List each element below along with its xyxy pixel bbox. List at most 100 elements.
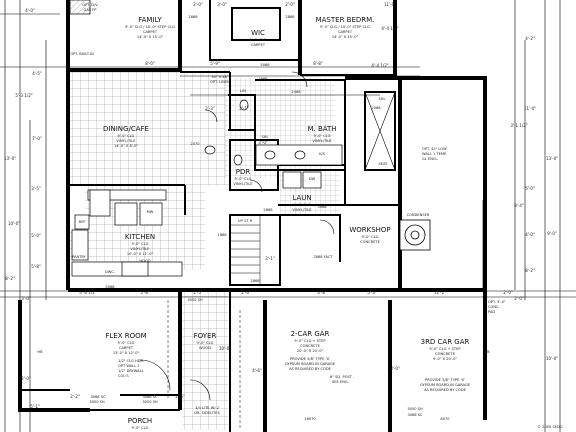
svg-text:© 2005 SEDG: © 2005 SEDG: [537, 425, 562, 429]
svg-text:2'-5": 2'-5": [193, 290, 203, 295]
svg-text:9'-0" CLG + STEP: 9'-0" CLG + STEP: [294, 339, 326, 343]
svg-text:M. BATH: M. BATH: [307, 125, 336, 133]
svg-text:CONCRETE: CONCRETE: [300, 344, 320, 348]
svg-text:1/2" CLG HDR.: 1/2" CLG HDR.: [118, 359, 144, 363]
svg-text:9'-0" X 20'-0": 9'-0" X 20'-0": [433, 357, 457, 361]
svg-text:VINYL/TILE: VINYL/TILE: [292, 208, 312, 212]
svg-text:3068 SC: 3068 SC: [90, 395, 106, 399]
svg-text:2'-0": 2'-0": [514, 296, 524, 301]
svg-text:3050 SH: 3050 SH: [142, 400, 158, 404]
svg-text:2070: 2070: [190, 142, 200, 146]
svg-text:PROVIDE 5/8" TYPE 'X': PROVIDE 5/8" TYPE 'X': [425, 378, 465, 382]
svg-text:CONC.: CONC.: [488, 305, 500, 309]
svg-text:3'-8": 3'-8": [317, 290, 327, 295]
svg-text:9'-0" CLG: 9'-0" CLG: [118, 341, 135, 345]
svg-text:3068 SC: 3068 SC: [407, 413, 423, 417]
svg-text:8070: 8070: [440, 417, 450, 421]
room-laundry: LAUN 9'-0" CLG VINYL/TILE: [292, 194, 312, 212]
svg-text:8'-4": 8'-4": [514, 203, 524, 208]
svg-text:CONCRETE: CONCRETE: [435, 352, 455, 356]
svg-text:2'-6": 2'-6": [175, 394, 185, 399]
svg-text:3068 SC: 3068 SC: [142, 395, 158, 399]
svg-text:5'-0": 5'-0": [31, 233, 41, 238]
svg-text:OPT. 42" LOW: OPT. 42" LOW: [422, 147, 447, 151]
svg-text:9'-0" CLG: 9'-0" CLG: [250, 38, 267, 42]
svg-text:6" SQ. POST -: 6" SQ. POST -: [330, 375, 355, 379]
svg-text:30" X 48": 30" X 48": [211, 75, 229, 79]
room-3rd-car-garage: 3RD CAR GAR 9'-0" CLG + STEP CONCRETE 9'…: [420, 338, 471, 392]
svg-text:VINYL/TILE: VINYL/TILE: [312, 139, 332, 143]
svg-text:9'-0" CLG: 9'-0" CLG: [314, 134, 331, 138]
svg-text:4'-6 1/2": 4'-6 1/2": [79, 290, 96, 295]
svg-text:14'-0" X 15'-0": 14'-0" X 15'-0": [137, 35, 164, 39]
svg-text:9'-0" CLG: 9'-0" CLG: [132, 426, 149, 430]
svg-text:2'-0": 2'-0": [193, 2, 203, 7]
svg-text:WORKSHOP: WORKSHOP: [349, 226, 390, 234]
svg-text:4'-5": 4'-5": [32, 71, 42, 76]
svg-text:4'-2": 4'-2": [525, 36, 535, 41]
svg-text:9'-0" CLG / 10'-0" STEP CLG: 9'-0" CLG / 10'-0" STEP CLG: [320, 25, 370, 29]
svg-text:OPT. 3'-0": OPT. 3'-0": [488, 300, 506, 304]
svg-text:7'-0": 7'-0": [32, 136, 42, 141]
svg-text:FOYER: FOYER: [194, 332, 217, 340]
svg-text:3'-0": 3'-0": [390, 366, 400, 371]
svg-text:SEAT: SEAT: [379, 162, 389, 166]
svg-text:4'-4 1/2": 4'-4 1/2": [381, 26, 398, 31]
svg-text:5'-1": 5'-1": [30, 404, 40, 409]
svg-text:2'-2": 2'-2": [70, 394, 80, 399]
svg-text:9'-0" CLG: 9'-0" CLG: [294, 203, 311, 207]
svg-text:5068: 5068: [260, 63, 270, 67]
svg-text:9'-0" CLG: 9'-0" CLG: [362, 235, 379, 239]
svg-text:SHL: SHL: [262, 135, 269, 139]
svg-text:CONDENSER: CONDENSER: [407, 213, 430, 217]
dimension-text: 4'-0" 2'-0" 3'-0" 2'-0" 4'-4 1/2" 11'-0"…: [4, 2, 558, 409]
svg-text:MW: MW: [147, 210, 154, 214]
svg-text:10'-0": 10'-0": [219, 346, 231, 351]
svg-text:8'-0": 8'-0": [145, 61, 155, 66]
svg-text:CARPET: CARPET: [143, 30, 158, 34]
svg-text:2868: 2868: [258, 77, 268, 81]
svg-text:PORCH: PORCH: [128, 417, 152, 425]
svg-text:3050 SH: 3050 SH: [407, 407, 423, 411]
svg-text:VINYL/TILE: VINYL/TILE: [130, 247, 150, 251]
svg-text:CONCRETE: CONCRETE: [360, 240, 380, 244]
svg-text:GL ENCL.: GL ENCL.: [422, 157, 439, 161]
svg-text:9'-0" CLG + STEP: 9'-0" CLG + STEP: [429, 347, 461, 351]
annotations: OPT. D/V GAS FP OPT. BUILT-IN LIN SHL SH…: [37, 3, 562, 429]
svg-text:2868: 2868: [188, 15, 198, 19]
svg-text:1/2" DRYWALL: 1/2" DRYWALL: [118, 369, 144, 373]
door-callouts: 2868 2868 2868 2468 2068 2668 3068 2868 …: [89, 15, 450, 421]
tile-floor: [70, 70, 340, 430]
svg-text:3068: 3068: [317, 205, 327, 209]
svg-text:HOOD: HOOD: [139, 259, 150, 263]
svg-text:HB: HB: [484, 350, 490, 354]
svg-text:WOOD: WOOD: [199, 346, 211, 350]
svg-text:5'-8": 5'-8": [140, 290, 150, 295]
svg-text:2'-6": 2'-6": [241, 290, 251, 295]
room-master-bedroom: MASTER BEDRM. 9'-0" CLG / 10'-0" STEP CL…: [316, 16, 375, 39]
svg-text:DW: DW: [309, 177, 316, 181]
svg-text:5'-3 1/2": 5'-3 1/2": [15, 93, 32, 98]
svg-text:3'-1": 3'-1": [265, 256, 275, 261]
svg-text:3/4 LITE W/ 2: 3/4 LITE W/ 2: [195, 406, 219, 410]
svg-text:PAD: PAD: [488, 310, 495, 314]
room-2-car-garage: 2-CAR GAR 9'-0" CLG + STEP CONCRETE 20'-…: [285, 330, 336, 371]
svg-text:9'-0" CLG / 10'-0" STEP CLG: 9'-0" CLG / 10'-0" STEP CLG: [125, 25, 175, 29]
svg-text:GAS FP: GAS FP: [84, 8, 98, 12]
room-powder: PDR 9'-0" CLG VINYL/TILE: [233, 168, 253, 186]
svg-text:11'-0": 11'-0": [384, 2, 396, 7]
svg-text:2'-3": 2'-3": [205, 106, 215, 111]
svg-text:FAMILY: FAMILY: [138, 16, 162, 24]
svg-text:14'-0" X 8'-0": 14'-0" X 8'-0": [114, 144, 138, 148]
svg-text:HB: HB: [37, 350, 43, 354]
svg-text:PANTRY: PANTRY: [72, 255, 87, 259]
svg-text:20'-0" X 20'-0": 20'-0" X 20'-0": [297, 349, 324, 353]
svg-text:AS REQUIRED BY CODE: AS REQUIRED BY CODE: [424, 388, 467, 392]
svg-text:4'-0": 4'-0": [25, 8, 35, 13]
room-workshop: WORKSHOP 9'-0" CLG CONCRETE: [349, 226, 390, 244]
svg-text:CARPET: CARPET: [251, 43, 266, 47]
svg-text:SHL: SHL: [379, 97, 386, 101]
svg-text:2068: 2068: [371, 106, 381, 110]
svg-text:CARPET: CARPET: [119, 346, 134, 350]
